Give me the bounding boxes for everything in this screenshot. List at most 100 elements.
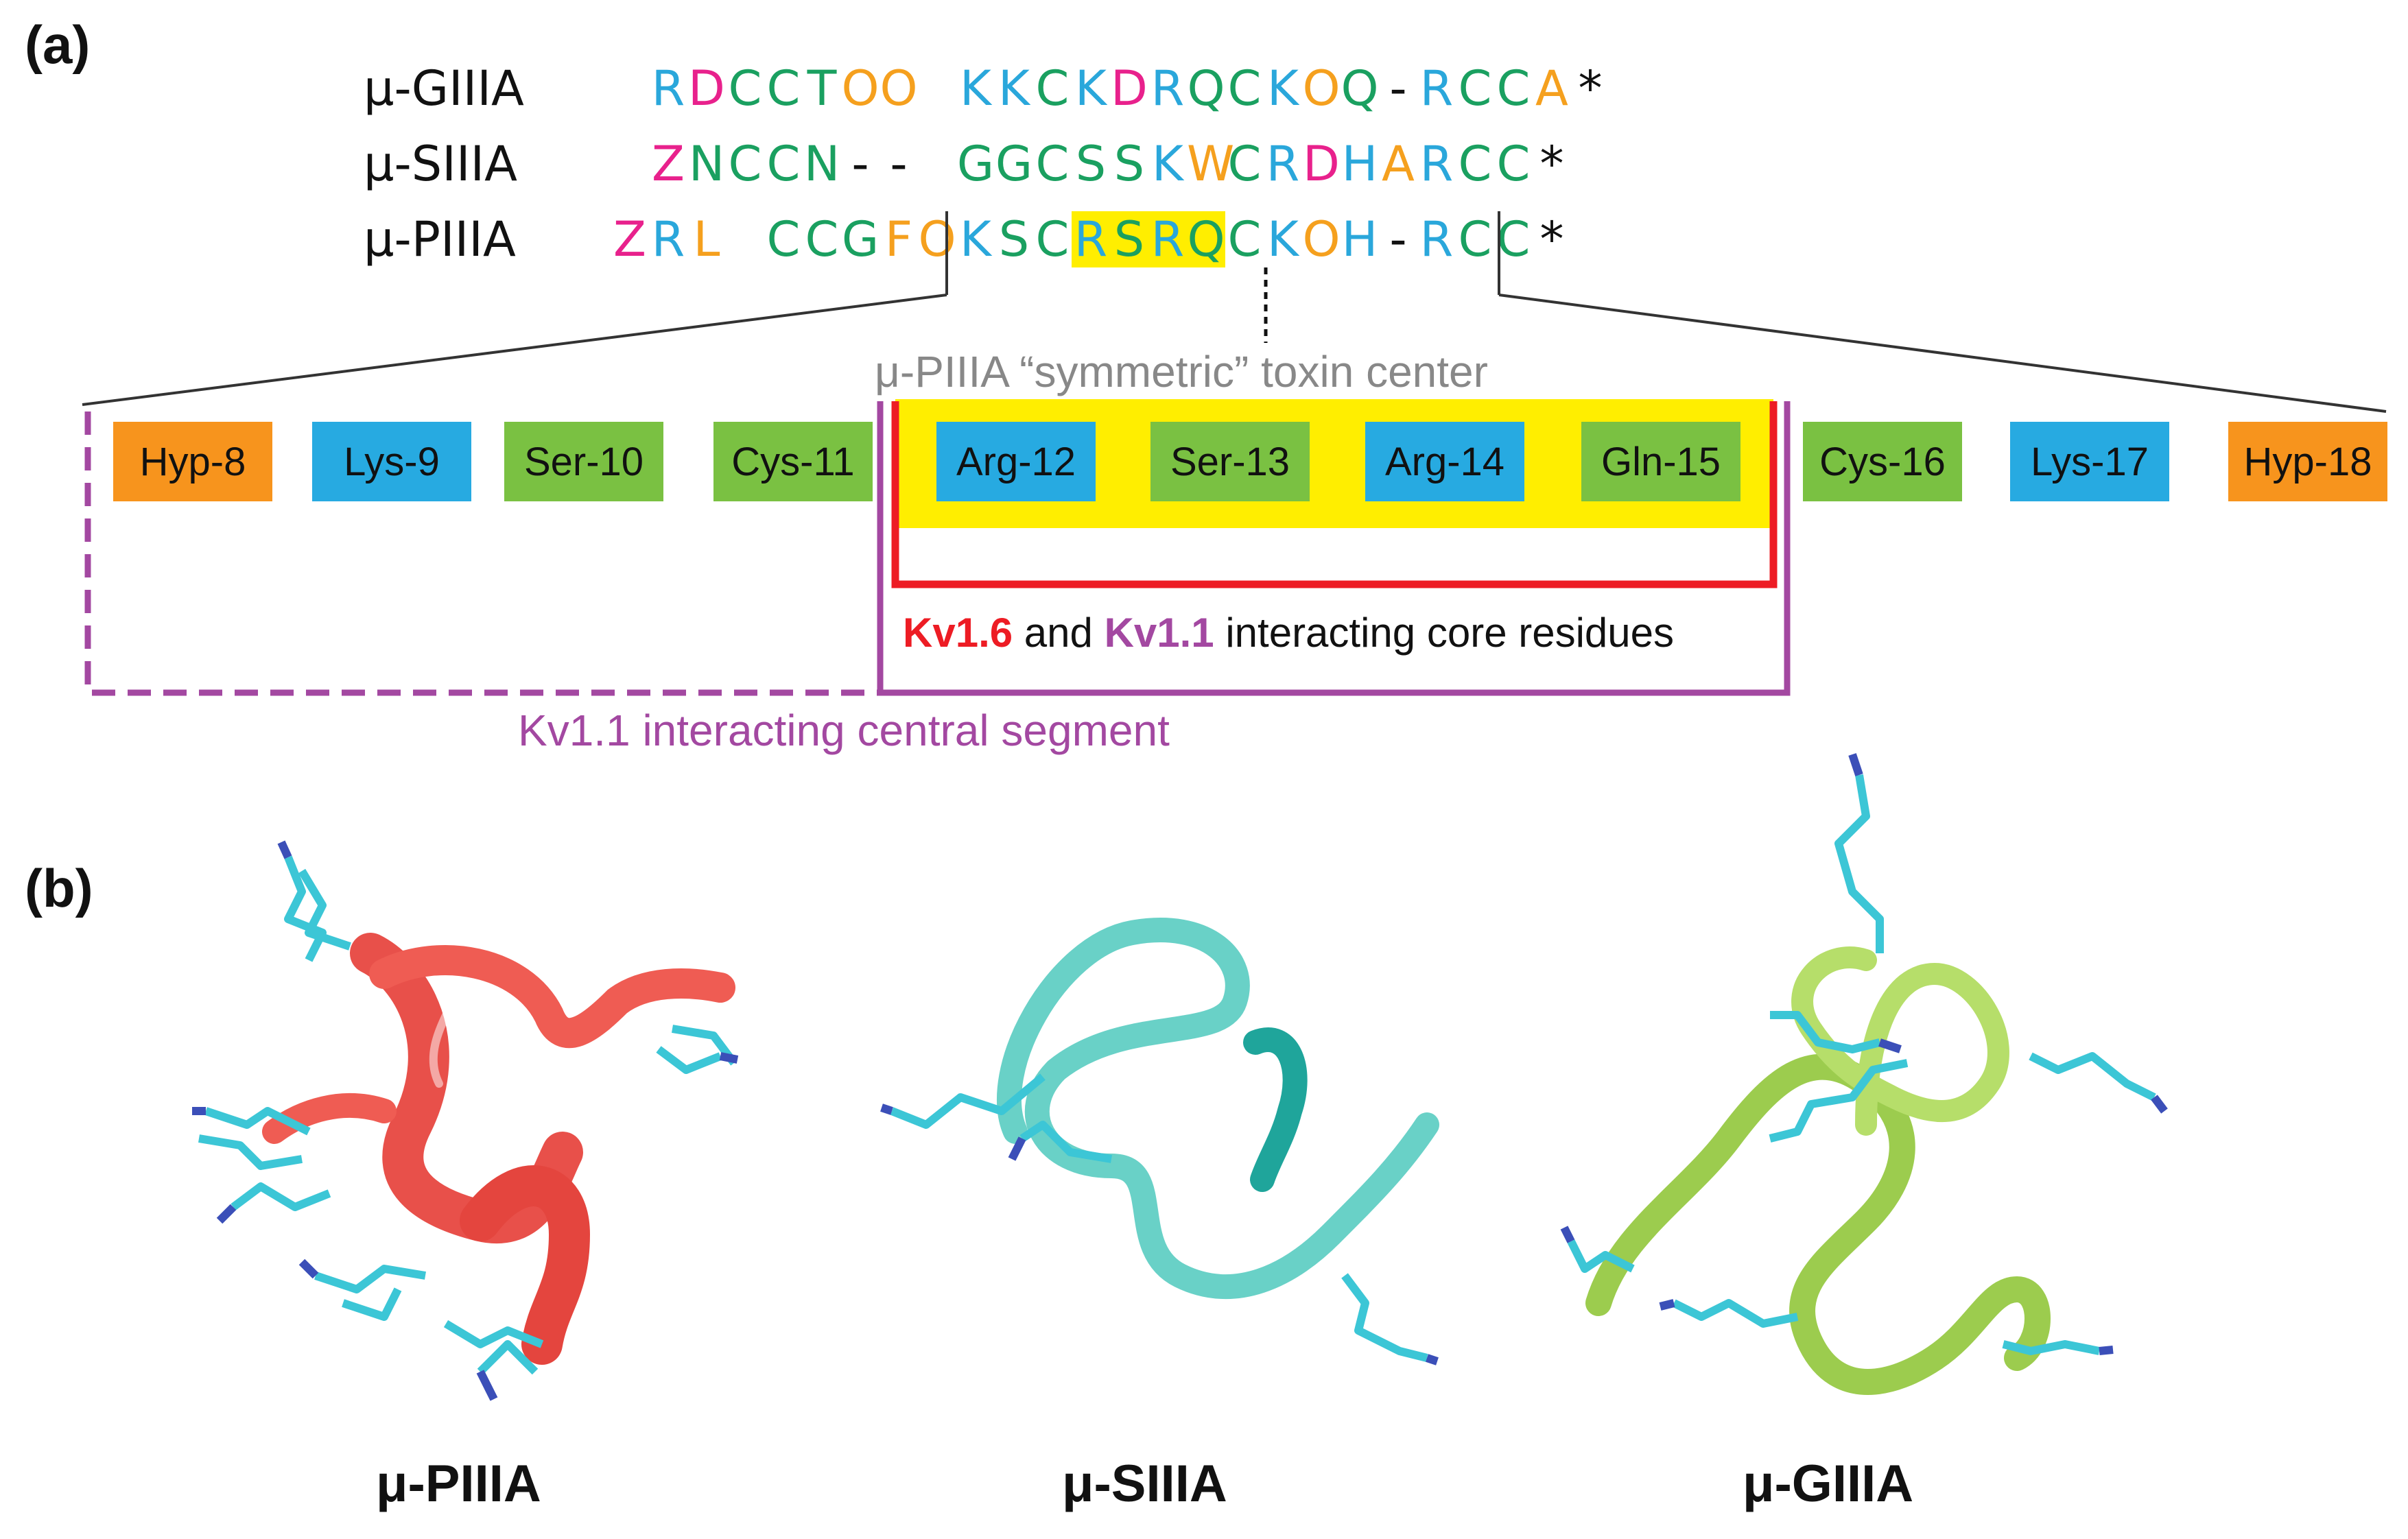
sequence-residue: K — [1152, 136, 1183, 192]
sequence-residue: C — [728, 60, 762, 117]
sequence-name-siiia: μ-SIIIA — [364, 136, 518, 192]
sequence-residue: C — [1458, 136, 1492, 192]
sequence-residue: - — [851, 136, 869, 192]
sequence-residue: C — [1227, 211, 1262, 267]
giiia-structure — [1585, 946, 2051, 1395]
kv11-core-bracket — [877, 401, 1791, 696]
sequence-residue: H — [1341, 211, 1378, 267]
piiia-nitrogen-tips — [192, 840, 739, 1401]
giiia-sidechains — [1567, 774, 2156, 1355]
sequence-residue: C — [1496, 211, 1531, 267]
residue-box: Lys-9 — [312, 422, 471, 501]
sequence-residue: R — [1148, 211, 1187, 267]
sequence-residue: R — [1150, 60, 1185, 117]
kv16-bracket — [891, 401, 1778, 588]
residue-box: Lys-17 — [2010, 422, 2169, 501]
sequence-residue: K — [1267, 211, 1299, 267]
sequence-residue: G — [995, 136, 1033, 192]
sequence-residue: T — [807, 60, 837, 117]
sequence-residue: C — [728, 136, 762, 192]
sequence-residue: C — [1035, 211, 1070, 267]
sequence-residue: C — [1035, 136, 1070, 192]
siiia-structure — [997, 918, 1439, 1300]
sequence-residue: K — [1267, 60, 1299, 117]
structure-label-piiia: μ-PIIIA — [376, 1455, 541, 1513]
residue-box: Gln-15 — [1581, 422, 1740, 501]
sequence-residue: D — [688, 60, 725, 117]
sequence-residue: S — [1075, 136, 1107, 192]
sequence-residue: R — [651, 60, 685, 117]
sequence-residue: G — [956, 136, 995, 192]
sequence-residue: O — [880, 60, 918, 117]
left-zoom-line — [82, 294, 947, 406]
sequence-residue: R — [1072, 211, 1110, 267]
sequence-residue: - — [1389, 60, 1407, 117]
residue-box: Arg-14 — [1365, 422, 1524, 501]
sequence-residue: C — [1458, 211, 1492, 267]
giiia-nitrogen-tips — [1560, 753, 2168, 1355]
sequence-residue: N — [688, 136, 725, 192]
panel-a-label: (a) — [25, 14, 91, 75]
sequence-residue: C — [1496, 60, 1531, 117]
sequence-residue: C — [1496, 136, 1531, 192]
piiia-structure — [262, 933, 735, 1365]
sequence-residue: S — [998, 211, 1030, 267]
sequence-residue: R — [1419, 60, 1454, 117]
sequence-residue: K — [998, 60, 1030, 117]
sequence-residue: O — [1302, 60, 1341, 117]
sequence-residue: C — [1227, 136, 1262, 192]
kv11-segment-bracket — [84, 411, 880, 696]
siiia-nitrogen-tips — [880, 1103, 1439, 1365]
sequence-residue: D — [1303, 136, 1340, 192]
sequence-residue: G — [841, 211, 880, 267]
residue-box: Ser-10 — [504, 422, 663, 501]
sequence-residue: Z — [613, 211, 646, 267]
sequence-residue: S — [1110, 211, 1148, 267]
sequence-residue: - — [1389, 211, 1407, 267]
sequence-residue: C — [1458, 60, 1492, 117]
sequence-residue: Q — [1187, 211, 1225, 267]
sequence-residue: K — [960, 211, 991, 267]
kv11-label: Kv1.1 — [1104, 610, 1214, 656]
sequence-residue: * — [1539, 136, 1564, 192]
sequence-residue: K — [1075, 60, 1107, 117]
sequence-residue: H — [1341, 136, 1378, 192]
sequence-residue: R — [651, 211, 685, 267]
sequence-residue: C — [1227, 60, 1262, 117]
sequence-residue: D — [1111, 60, 1148, 117]
sequence-residue: O — [841, 60, 880, 117]
core-label-rest: interacting core residues — [1214, 610, 1675, 656]
sequence-residue: A — [1535, 60, 1568, 117]
right-zoom-line — [1498, 294, 2387, 413]
sequence-name-piiia: μ-PIIIA — [364, 211, 516, 267]
sequence-residue: N — [803, 136, 840, 192]
sequence-residue: O — [918, 211, 956, 267]
structure-label-siiia: μ-SIIIA — [1062, 1455, 1227, 1513]
sequence-residue: R — [1419, 211, 1454, 267]
sequence-residue: F — [884, 211, 913, 267]
sequence-residue: * — [1539, 211, 1564, 267]
piiia-sidechains — [198, 855, 737, 1375]
sequence-residue: C — [766, 60, 801, 117]
residue-box: Cys-16 — [1803, 422, 1962, 501]
center-label: μ-PIIIA “symmetric” toxin center — [875, 347, 1488, 396]
residue-box: Ser-13 — [1150, 422, 1310, 501]
panel-b-label: (b) — [25, 858, 93, 918]
sequence-residue: Z — [652, 136, 685, 192]
residue-box: Cys-11 — [713, 422, 873, 501]
sequence-residue: * — [1578, 60, 1603, 117]
residue-box: Arg-12 — [936, 422, 1096, 501]
sequence-residue: S — [1113, 136, 1145, 192]
residue-box: Hyp-8 — [113, 422, 272, 501]
core-residues-label: Kv1.6 and Kv1.1 interacting core residue… — [903, 609, 1674, 656]
sequence-residue: O — [1302, 211, 1341, 267]
segment-label: Kv1.1 interacting central segment — [518, 706, 1170, 755]
sequence-residue: C — [766, 211, 801, 267]
sequence-name-giiia: μ-GIIIA — [364, 60, 524, 117]
sequence-residue: C — [1035, 60, 1070, 117]
core-label-and: and — [1013, 610, 1105, 656]
sequence-residue: C — [766, 136, 801, 192]
